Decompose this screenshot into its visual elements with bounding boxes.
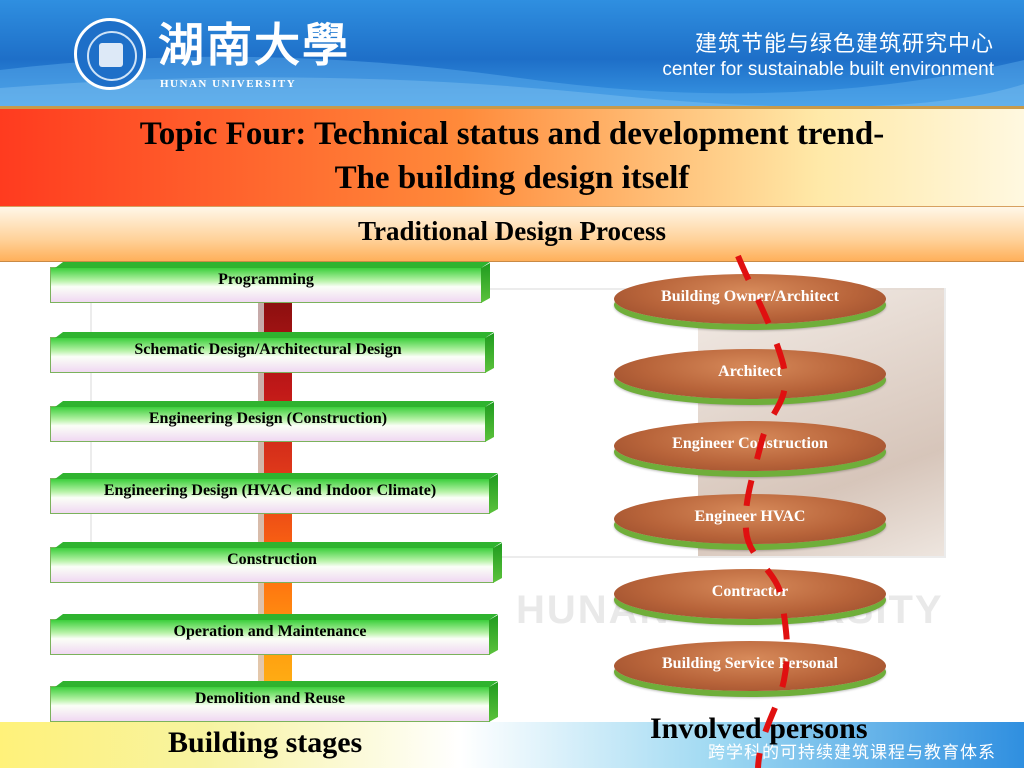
person-label: Building Owner/Architect xyxy=(661,288,839,305)
header-wave-decoration xyxy=(0,56,1024,108)
stage-label: Engineering Design (HVAC and Indoor Clim… xyxy=(103,482,437,499)
building-stages-label: Building stages xyxy=(168,726,363,759)
slide-title-line1: Topic Four: Technical status and develop… xyxy=(139,116,885,152)
stage-label: Demolition and Reuse xyxy=(194,690,346,707)
header-banner xyxy=(0,0,1024,108)
slide-title-line2: The building design itself xyxy=(334,160,690,196)
timeline-bar-shadow xyxy=(258,300,264,740)
stage-box-operation-maintenance: Operation and Maintenance xyxy=(50,619,498,655)
university-name-en: HUNAN UNIVERSITY xyxy=(160,78,297,90)
stage-label: Programming xyxy=(218,271,314,288)
involved-persons-label: Involved persons xyxy=(650,712,868,745)
title-band xyxy=(0,106,1024,206)
subtitle-band xyxy=(0,206,1024,262)
stage-label: Schematic Design/Architectural Design xyxy=(134,341,402,358)
stage-box-programming: Programming xyxy=(50,267,490,303)
stage-box-schematic-design: Schematic Design/Architectural Design xyxy=(50,337,494,373)
stage-box-demolition-reuse: Demolition and Reuse xyxy=(50,686,498,722)
person-building-owner-architect: Building Owner/Architect xyxy=(614,274,886,324)
research-center-name-en: center for sustainable built environment xyxy=(662,59,994,80)
slide-title: Topic Four: Technical status and develop… xyxy=(0,112,1024,200)
person-label: Contractor xyxy=(711,583,789,600)
university-seal-logo xyxy=(74,18,146,90)
stage-label: Engineering Design (Construction) xyxy=(148,410,388,427)
person-engineer-hvac: Engineer HVAC xyxy=(614,494,886,544)
stage-label: Operation and Maintenance xyxy=(173,623,367,640)
stage-box-construction: Construction xyxy=(50,547,502,583)
person-architect: Architect xyxy=(614,349,886,399)
person-label: Engineer Construction xyxy=(672,435,828,452)
timeline-bar xyxy=(264,300,292,740)
research-center-name-cn: 建筑节能与绿色建筑研究中心 xyxy=(694,32,994,57)
person-label: Engineer HVAC xyxy=(694,508,806,525)
person-engineer-construction: Engineer Construction xyxy=(614,421,886,471)
slide-subtitle: Traditional Design Process xyxy=(358,216,666,246)
person-label: Building Service Personal xyxy=(662,655,838,672)
university-name-cn: 湖南大學 xyxy=(158,18,350,72)
person-building-service-personal: Building Service Personal xyxy=(614,641,886,691)
person-contractor: Contractor xyxy=(614,569,886,619)
person-label: Architect xyxy=(718,363,782,380)
stage-label: Construction xyxy=(227,551,317,568)
stage-box-engineering-construction: Engineering Design (Construction) xyxy=(50,406,494,442)
stage-box-engineering-hvac: Engineering Design (HVAC and Indoor Clim… xyxy=(50,478,498,514)
footer-band xyxy=(0,722,1024,768)
